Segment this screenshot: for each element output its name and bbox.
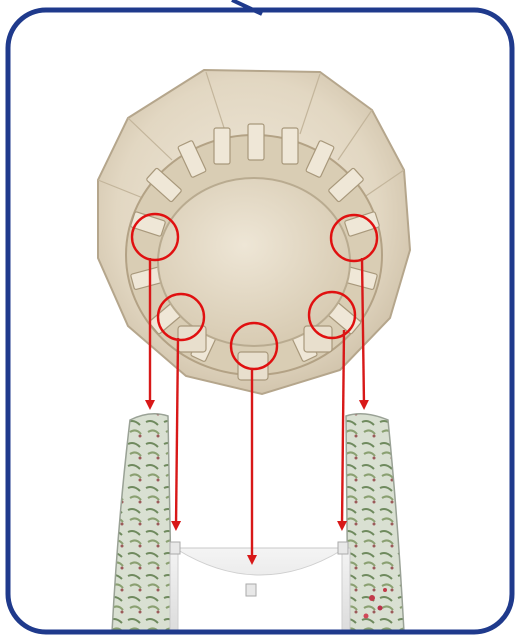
peg-right: [338, 542, 348, 554]
cap-center-disc: [158, 178, 350, 346]
peg-center: [246, 584, 256, 596]
peg-left: [170, 542, 180, 554]
